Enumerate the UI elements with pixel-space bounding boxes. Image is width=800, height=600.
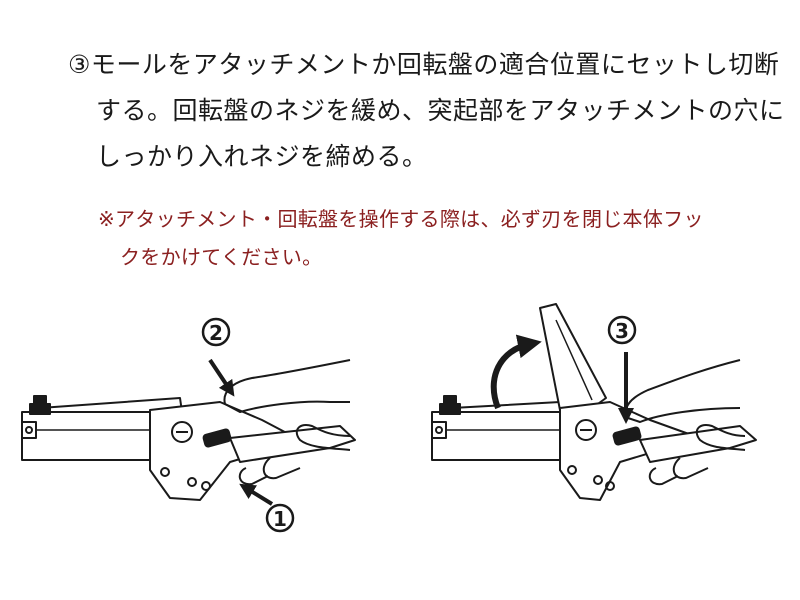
arrow-2	[208, 358, 235, 397]
tool-illustrations: 2 1 3	[21, 303, 757, 533]
hand-upper	[223, 359, 351, 413]
left-figure	[21, 359, 356, 501]
tool-base-rail-right	[431, 411, 581, 461]
lever-grip	[202, 428, 232, 448]
adjust-knob	[29, 403, 51, 415]
svg-text:1: 1	[273, 507, 287, 531]
marker-3: 3	[607, 315, 637, 345]
svg-text:3: 3	[615, 319, 629, 343]
marker-2: 2	[201, 317, 231, 347]
instruction-line-2: する。回転盤のネジを緩め、突起部をアタッチメントの穴に	[96, 96, 785, 125]
caution-line-2: クをかけてください。	[120, 245, 323, 269]
caution-line-1: ※アタッチメント・回転盤を操作する際は、必ず刃を閉じ本体フッ	[98, 207, 704, 231]
lever-grip-right	[612, 426, 642, 446]
instruction-line-3: しっかり入れネジを締める。	[96, 142, 428, 171]
instruction-line-1: ③モールをアタッチメントか回転盤の適合位置にセットし切断	[68, 50, 780, 79]
marker-1: 1	[265, 503, 295, 533]
rotate-arrow	[490, 334, 542, 410]
hand-lower-right	[695, 424, 746, 451]
right-figure	[431, 303, 757, 501]
caution-note: ※アタッチメント・回転盤を操作する際は、必ず刃を閉じ本体フッ クをかけてください…	[98, 200, 704, 276]
hand-upper-right	[625, 359, 741, 423]
adjust-knob-right	[439, 403, 461, 415]
instruction-text: ③モールをアタッチメントか回転盤の適合位置にセットし切断 する。回転盤のネジを緩…	[68, 42, 785, 180]
svg-text:2: 2	[209, 321, 223, 345]
hand-lower	[295, 424, 351, 451]
arrow-1	[239, 483, 274, 506]
